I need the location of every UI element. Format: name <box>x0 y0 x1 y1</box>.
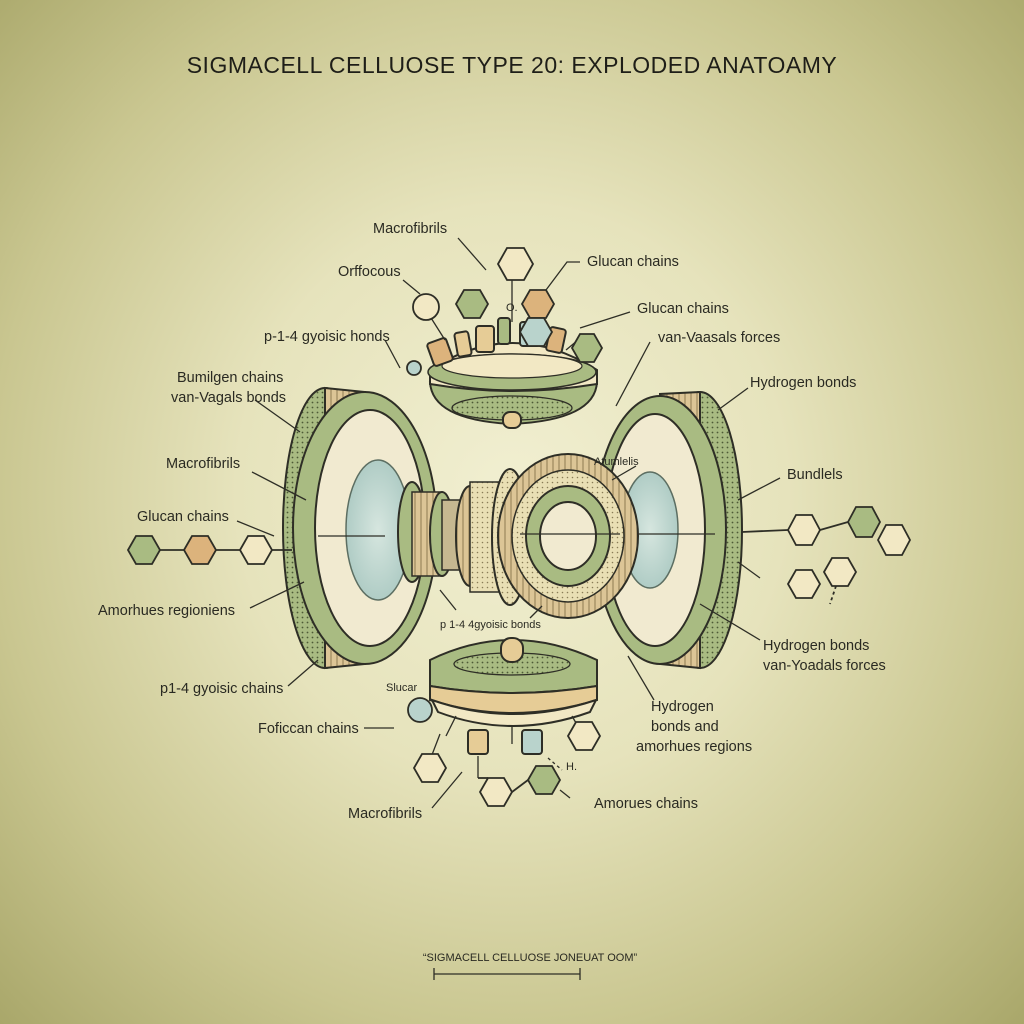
top-cap <box>425 280 599 429</box>
hexagon <box>566 721 602 751</box>
bottom-cap <box>429 637 598 778</box>
label-atumlelis: Atumlelis <box>594 456 639 468</box>
hexagon <box>126 535 162 565</box>
label-hydrogen-bonds-right: Hydrogen bonds <box>750 375 856 391</box>
label-o-mark: O. <box>506 302 518 314</box>
hexagon <box>786 569 822 599</box>
left-disc <box>282 386 438 670</box>
hexagon <box>846 506 882 538</box>
hexagon <box>822 557 858 587</box>
label-bumilgen-chains: Bumilgen chains <box>177 370 283 386</box>
label-b14-gyoisic-bonds-center: p 1-4 4gyoisic bonds <box>440 619 541 631</box>
hexagon <box>786 514 822 546</box>
label-macrofibrils-left: Macrofibrils <box>166 456 240 472</box>
label-van-vaasals-forces: van-Vaasals forces <box>658 330 780 346</box>
glucan-hexagons <box>126 247 912 807</box>
label-bundlels: Bundlels <box>787 467 843 483</box>
hexagon <box>496 247 535 281</box>
hexagon <box>412 753 448 783</box>
label-macrofibrils-bottom: Macrofibrils <box>348 806 422 822</box>
label-glucan-chains-top1: Glucan chains <box>587 254 679 270</box>
label-van-yoadals-forces: van-Yoadals forces <box>763 658 886 674</box>
label-hydrogen: Hydrogen <box>651 699 714 715</box>
label-bonds-and: bonds and <box>651 719 719 735</box>
label-b14-gyoisic-chains: p1-4 gyoisic chains <box>160 681 283 697</box>
label-hydrogen-bonds-lower-right: Hydrogen bonds <box>763 638 869 654</box>
central-core <box>397 453 639 619</box>
label-amorues-chains: Amorues chains <box>594 796 698 812</box>
hexagon <box>570 333 604 363</box>
hexagon <box>876 524 912 556</box>
footer-caption: “SIGMACELL CELLUOSE JONEUAT OOM” <box>422 952 638 964</box>
label-orffocous: Orffocous <box>338 264 401 280</box>
hexagon <box>454 289 490 319</box>
hexagon <box>526 765 562 795</box>
diagram-title: SIGMACELL CELLUOSE TYPE 20: EXPLODED ANA… <box>186 52 838 78</box>
hexagon <box>478 777 514 807</box>
atom-circle <box>406 360 422 376</box>
label-amorhues-regions: amorhues regions <box>636 739 752 755</box>
label-foficcan-chains: Foficcan chains <box>258 721 359 737</box>
label-macrofibrils-top: Macrofibrils <box>373 221 447 237</box>
hexagon <box>518 317 554 347</box>
hexagon <box>182 535 218 565</box>
labels: Macrofibrils Orffocous Glucan chains Glu… <box>98 221 886 822</box>
hexagon <box>520 289 556 319</box>
scale-bar <box>433 968 581 980</box>
hexagon <box>238 535 274 565</box>
label-b14-gyoisic-honds: p-1-4 gyoisic honds <box>264 329 390 345</box>
label-glucan-chains-left: Glucan chains <box>137 509 229 525</box>
label-h-mark: H. <box>566 761 577 773</box>
atom-circle <box>407 697 433 723</box>
right-disc <box>585 390 743 670</box>
label-glucan-chains-top2: Glucan chains <box>637 301 729 317</box>
label-slucar: Slucar <box>386 682 418 694</box>
label-amorhues-regioniens: Amorhues regioniens <box>98 603 235 619</box>
label-van-vagals-bonds: van-Vagals bonds <box>171 390 286 406</box>
atom-circle <box>412 293 440 321</box>
leader-lines <box>236 237 781 809</box>
